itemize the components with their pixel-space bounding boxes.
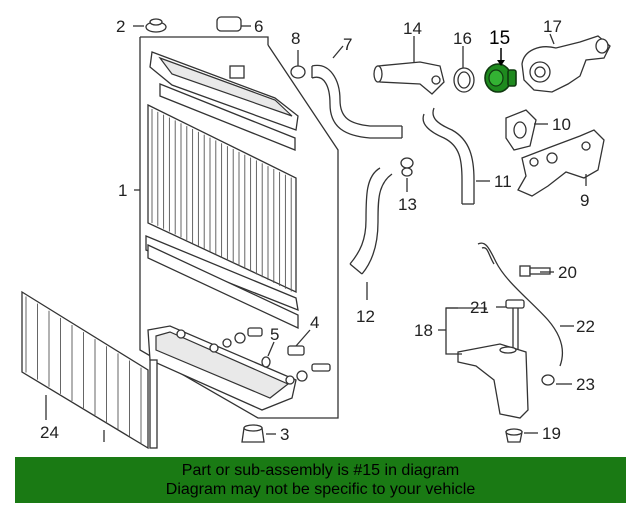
reservoir-cap-21[interactable] (496, 299, 525, 354)
lower-hose-11[interactable] (422, 107, 490, 205)
water-inlet-pipe[interactable] (373, 36, 445, 95)
label-part-7[interactable]: 7 (343, 35, 352, 54)
reservoir-cap[interactable] (216, 16, 251, 32)
support-cushion-3[interactable] (241, 424, 276, 443)
o-ring-5[interactable] (261, 341, 275, 368)
clamp-23[interactable] (541, 374, 572, 386)
water-inlet-housing-9[interactable] (517, 129, 605, 197)
radiator-frame (139, 36, 339, 419)
label-part-22[interactable]: 22 (576, 317, 595, 336)
label-part-2[interactable]: 2 (116, 17, 125, 36)
label-part-24[interactable]: 24 (40, 423, 59, 442)
banner-line-2: Diagram may not be specific to your vehi… (165, 481, 476, 498)
label-part-17[interactable]: 17 (543, 17, 562, 36)
label-part-12[interactable]: 12 (356, 307, 375, 326)
overflow-hose-22[interactable] (477, 242, 574, 367)
grommet-19[interactable] (505, 428, 538, 443)
label-part-3[interactable]: 3 (280, 425, 289, 444)
label-part-23[interactable]: 23 (576, 375, 595, 394)
radiator-cap[interactable] (133, 18, 167, 33)
water-outlet-17[interactable] (521, 33, 611, 93)
label-part-19[interactable]: 19 (542, 424, 561, 443)
label-part-1[interactable]: 1 (118, 181, 127, 200)
label-part-5[interactable]: 5 (270, 325, 279, 344)
hose-clamp-8[interactable] (290, 50, 306, 79)
lower-radiator-hose-12[interactable] (349, 167, 393, 300)
info-banner: Part or sub-assembly is #15 in diagram D… (15, 457, 626, 503)
coolant-reservoir-18[interactable] (438, 307, 529, 419)
label-part-14[interactable]: 14 (403, 19, 422, 38)
label-part-20[interactable]: 20 (558, 263, 577, 282)
thermostat-15[interactable] (484, 48, 517, 93)
drain-plug-4[interactable] (287, 329, 311, 356)
label-part-13[interactable]: 13 (398, 195, 417, 214)
label-part-4[interactable]: 4 (310, 313, 319, 332)
radiator-core[interactable] (145, 51, 299, 330)
label-part-21[interactable]: 21 (470, 298, 489, 317)
banner-line-1: Part or sub-assembly is #15 in diagram (181, 462, 460, 479)
upper-radiator-hose[interactable] (311, 45, 403, 139)
drain-fittings[interactable] (209, 327, 331, 385)
hose-clamp-13[interactable] (400, 157, 414, 192)
gasket-10[interactable] (505, 109, 548, 151)
label-part-15[interactable]: 15 (489, 28, 510, 49)
label-part-11[interactable]: 11 (494, 172, 512, 191)
label-part-18[interactable]: 18 (414, 321, 433, 340)
label-part-6[interactable]: 6 (254, 17, 263, 36)
label-part-16[interactable]: 16 (453, 29, 472, 48)
gasket-16[interactable] (453, 46, 475, 93)
label-part-8[interactable]: 8 (291, 29, 300, 48)
label-part-9[interactable]: 9 (580, 191, 589, 210)
bolt-20[interactable] (519, 265, 554, 277)
parts-diagram: 2 6 8 7 14 16 15 17 10 1 11 9 13 20 12 4… (21, 16, 611, 450)
label-part-10[interactable]: 10 (552, 115, 571, 134)
condenser[interactable] (21, 290, 158, 450)
